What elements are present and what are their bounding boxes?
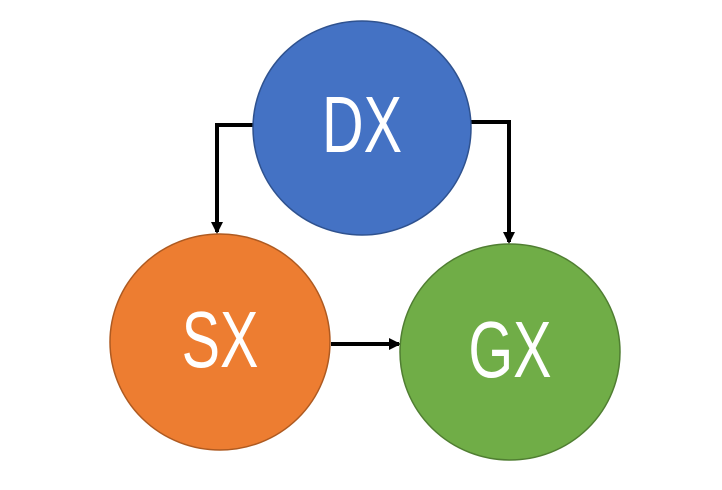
node-gx-circle (399, 243, 621, 461)
node-dx: DX (252, 20, 472, 236)
arrow-dx-to-sx (211, 123, 254, 234)
node-sx: SX (109, 233, 331, 451)
node-sx-circle (109, 233, 331, 451)
node-dx-label: DX (322, 80, 402, 170)
arrow-dx-to-gx (471, 120, 515, 244)
node-gx-label: GX (468, 305, 551, 395)
node-dx-circle (252, 20, 472, 236)
node-gx: GX (399, 243, 621, 461)
node-sx-label: SX (182, 295, 259, 385)
